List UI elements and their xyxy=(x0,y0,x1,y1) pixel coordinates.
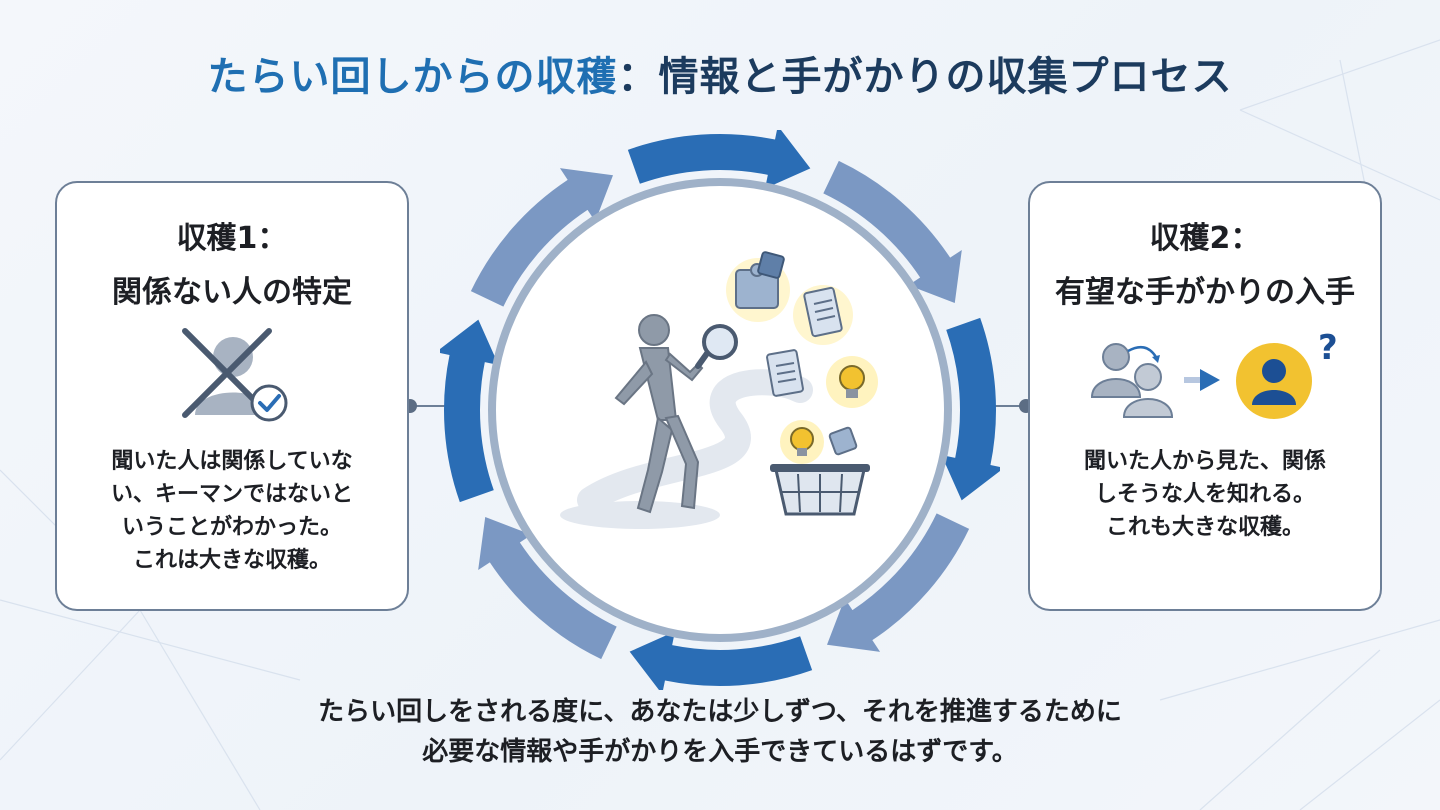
title-part1: たらい回しからの収穫 xyxy=(207,54,618,100)
cycle-arrows xyxy=(440,130,1000,690)
harvest-2-body-line: しそうな人を知れる。 xyxy=(1094,482,1315,507)
harvest-1-body: 聞いた人は関係していな い、キーマンではないと いうことがわかった。 これは大き… xyxy=(57,445,407,577)
cycle-arrow-segment xyxy=(470,168,614,307)
cycle-arrow-segment xyxy=(440,319,499,503)
harvest-1-subheading: 関係ない人の特定 xyxy=(112,275,352,310)
person-searching-icon xyxy=(614,314,704,514)
title-separator: ： xyxy=(617,54,659,100)
document-icon xyxy=(793,285,853,345)
puzzle-piece-icon xyxy=(726,251,790,322)
bottom-message-line: 必要な情報や手がかりを入手できているはずです。 xyxy=(422,737,1018,767)
page-title: たらい回しからの収穫：情報と手がかりの収集プロセス xyxy=(0,44,1440,102)
referral-to-promising-person-icon: ? xyxy=(1090,331,1336,419)
cycle-diagram xyxy=(440,130,1000,690)
lightbulb-icon xyxy=(780,420,824,464)
harvest-1-body-line: い、キーマンではないと xyxy=(110,482,353,507)
harvest-1-body-line: いうことがわかった。 xyxy=(121,515,342,540)
cycle-arrow-segment xyxy=(627,130,811,189)
cycle-arrow-segment xyxy=(823,160,962,304)
svg-text:?: ? xyxy=(1318,331,1336,368)
harvest-2-body: 聞いた人から見た、関係 しそうな人を知れる。 これも大きな収穫。 xyxy=(1030,445,1380,544)
harvest-1-body-line: これは大きな収穫。 xyxy=(132,548,331,573)
harvest-2-heading: 収穫2： xyxy=(1149,221,1261,256)
magnifier-icon xyxy=(695,324,738,369)
cycle-arrow-segment xyxy=(478,516,617,660)
bottom-message-line: たらい回しをされる度に、あなたは少しずつ、それを推進するために xyxy=(318,697,1122,727)
basket-icon xyxy=(770,464,870,516)
puzzle-piece-icon xyxy=(828,426,858,456)
document-icon xyxy=(766,349,804,397)
person-crossed-out-with-check-icon xyxy=(182,328,288,422)
harvest-2-subheading: 有望な手がかりの入手 xyxy=(1055,275,1355,310)
harvest-1-card: 収穫1： 関係ない人の特定 聞いた人は関係していな い、キーマンではないと いう… xyxy=(55,181,409,611)
title-part2: 情報と手がかりの収集プロセス xyxy=(658,54,1233,100)
harvest-2-body-line: これも大きな収穫。 xyxy=(1105,515,1304,540)
bottom-message: たらい回しをされる度に、あなたは少しずつ、それを推進するために 必要な情報や手が… xyxy=(0,692,1440,772)
harvest-1-body-line: 聞いた人は関係していな xyxy=(111,449,353,474)
cycle-arrow-segment xyxy=(941,317,1000,501)
harvest-2-card: 収穫2： 有望な手がかりの入手 ? 聞いた人から見た、関係 しそうな人を知れる。… xyxy=(1028,181,1382,611)
lightbulb-icon xyxy=(826,356,878,408)
harvest-2-body-line: 聞いた人から見た、関係 xyxy=(1083,449,1326,474)
cycle-arrow-segment xyxy=(826,513,970,652)
harvest-1-heading: 収穫1： xyxy=(176,221,288,256)
cycle-arrow-segment xyxy=(629,631,813,690)
